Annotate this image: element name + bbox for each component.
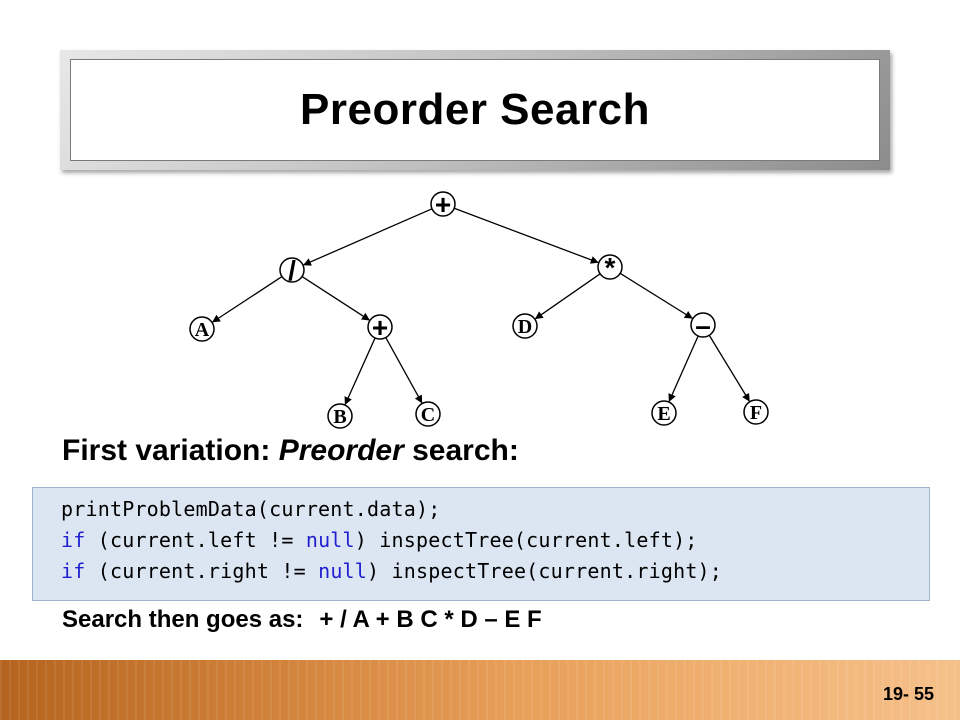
tree-edge-minus-e: [668, 335, 699, 403]
tree-node-label: +: [372, 312, 388, 343]
subheading-prefix: First variation:: [62, 434, 279, 467]
tree-node-label: *: [605, 252, 616, 283]
tree-edge-mul-minus: [619, 272, 693, 319]
tree-node-circle: [430, 191, 456, 217]
tree-node-circle: [597, 254, 623, 280]
tree-node-c: C: [415, 401, 441, 427]
tree-edge-root-div: [302, 208, 433, 266]
tree-edge-plus2-b: [344, 337, 376, 406]
tree-edge-mul-d: [534, 273, 601, 320]
subheading-suffix: search:: [403, 434, 519, 467]
tree-node-circle: [367, 314, 393, 340]
tree-node-label: /: [288, 255, 296, 286]
tree-node-label: C: [421, 404, 435, 426]
tree-node-circle: [512, 313, 538, 339]
tree-node-f: F: [743, 399, 769, 425]
tree-node-circle: [651, 400, 677, 426]
footer-band: [0, 660, 960, 720]
tree-node-circle: [279, 257, 305, 283]
tree-node-label: D: [518, 316, 532, 338]
code-line-1: printProblemData(current.data);: [61, 494, 929, 525]
tree-node-minus: –: [690, 310, 716, 341]
tree-node-label: E: [657, 403, 670, 425]
tree-node-label: +: [435, 189, 451, 220]
code-keyword-null: null: [305, 528, 355, 552]
code-line-2: if (current.left != null) inspectTree(cu…: [61, 525, 929, 556]
tree-nodes: + / * A + D – B C E F: [189, 189, 769, 429]
code-text: ) inspectTree(current.right);: [367, 559, 723, 583]
subheading-emphasis: Preorder: [278, 434, 404, 467]
tree-node-circle: [690, 312, 716, 338]
code-keyword-if: if: [61, 528, 86, 552]
tree-node-div: /: [279, 255, 305, 286]
tree-edge-minus-f: [708, 334, 750, 402]
tree-edges: [212, 207, 750, 406]
tree-node-circle: [189, 316, 215, 342]
tree-edge-div-plus2: [301, 275, 370, 321]
search-sequence: Search then goes as: + / A + B C * D – E …: [62, 606, 542, 634]
tree-node-b: B: [327, 403, 353, 429]
code-line-1-text: printProblemData(current.data);: [61, 497, 441, 521]
tree-node-label: –: [695, 310, 711, 341]
code-block: printProblemData(current.data); if (curr…: [32, 487, 930, 601]
tree-node-d: D: [512, 313, 538, 339]
tree-node-circle: [415, 401, 441, 427]
tree-edge-root-mul: [453, 207, 599, 264]
tree-node-circle: [327, 403, 353, 429]
tree-node-a: A: [189, 316, 215, 342]
tree-node-label: A: [195, 319, 210, 341]
code-keyword-null: null: [318, 559, 368, 583]
code-text: (current.right !=: [85, 559, 319, 583]
tree-node-circle: [743, 399, 769, 425]
page-number: 19- 55: [882, 684, 934, 704]
tree-node-mul: *: [597, 252, 623, 283]
title-frame: Preorder Search: [60, 50, 890, 170]
tree-node-root: +: [430, 189, 456, 220]
code-keyword-if: if: [61, 559, 86, 583]
title-box: Preorder Search: [70, 59, 880, 161]
tree-edge-plus2-c: [385, 337, 423, 404]
tree-edge-div-a: [212, 276, 283, 323]
code-text: ) inspectTree(current.left);: [354, 528, 698, 552]
tree-node-e: E: [651, 400, 677, 426]
sequence-values: + / A + B C * D – E F: [319, 606, 542, 633]
code-text: (current.left !=: [85, 528, 306, 552]
page-title: Preorder Search: [300, 85, 650, 134]
tree-node-label: F: [750, 402, 762, 424]
code-line-3: if (current.right != null) inspectTree(c…: [61, 556, 929, 587]
tree-node-plus2: +: [367, 312, 393, 343]
subheading: First variation: Preorder search:: [62, 434, 519, 468]
sequence-label: Search then goes as:: [62, 606, 304, 633]
tree-node-label: B: [333, 406, 346, 428]
